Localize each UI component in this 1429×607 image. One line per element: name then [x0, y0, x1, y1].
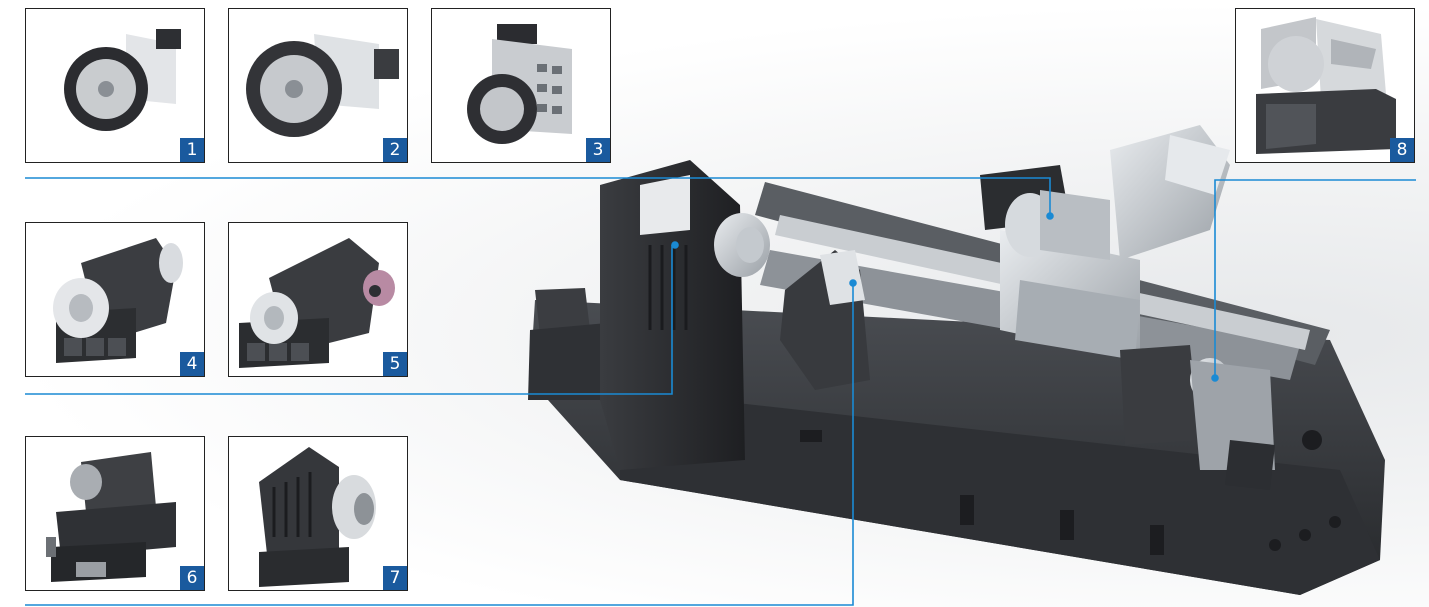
thumbnail-number-2: 2 [383, 138, 407, 162]
thumbnail-number-8: 8 [1390, 138, 1414, 162]
thumbnail-number-6: 6 [180, 566, 204, 590]
sub-spindle-icon [259, 447, 376, 587]
turret-disc-tool-icon [64, 29, 181, 131]
turret-block-tool-icon [467, 24, 572, 144]
callout-dot-steady-rest [849, 279, 857, 287]
callout-line-turret [25, 177, 1051, 215]
thumbnail-number-3: 3 [586, 138, 610, 162]
option-thumbnail-3[interactable]: 3 [431, 8, 611, 163]
tailstock-icon [46, 452, 176, 582]
spindle-headstock-icon [239, 238, 395, 368]
option-thumbnail-5[interactable]: 5 [228, 222, 408, 377]
option-thumbnail-6[interactable]: 6 [25, 436, 205, 591]
thumbnail-number-1: 1 [180, 138, 204, 162]
option-thumbnail-4[interactable]: 4 [25, 222, 205, 377]
option-thumbnail-1[interactable]: 1 [25, 8, 205, 163]
callout-dot-turret [1046, 212, 1054, 220]
callout-line-headstock [25, 245, 673, 395]
callout-line-steady-rest [25, 283, 854, 606]
turret-disc-tool-icon [246, 34, 399, 137]
thumbnail-number-5: 5 [383, 352, 407, 376]
callout-line-tailstock [1214, 179, 1416, 378]
callout-dot-tailstock [1211, 374, 1219, 382]
callout-dot-headstock [671, 241, 679, 249]
spindle-headstock-icon [53, 238, 183, 363]
option-thumbnail-7[interactable]: 7 [228, 436, 408, 591]
turret-unit-icon [1256, 17, 1396, 154]
thumbnail-number-4: 4 [180, 352, 204, 376]
option-thumbnail-2[interactable]: 2 [228, 8, 408, 163]
thumbnail-number-7: 7 [383, 566, 407, 590]
option-thumbnail-8[interactable]: 8 [1235, 8, 1415, 163]
